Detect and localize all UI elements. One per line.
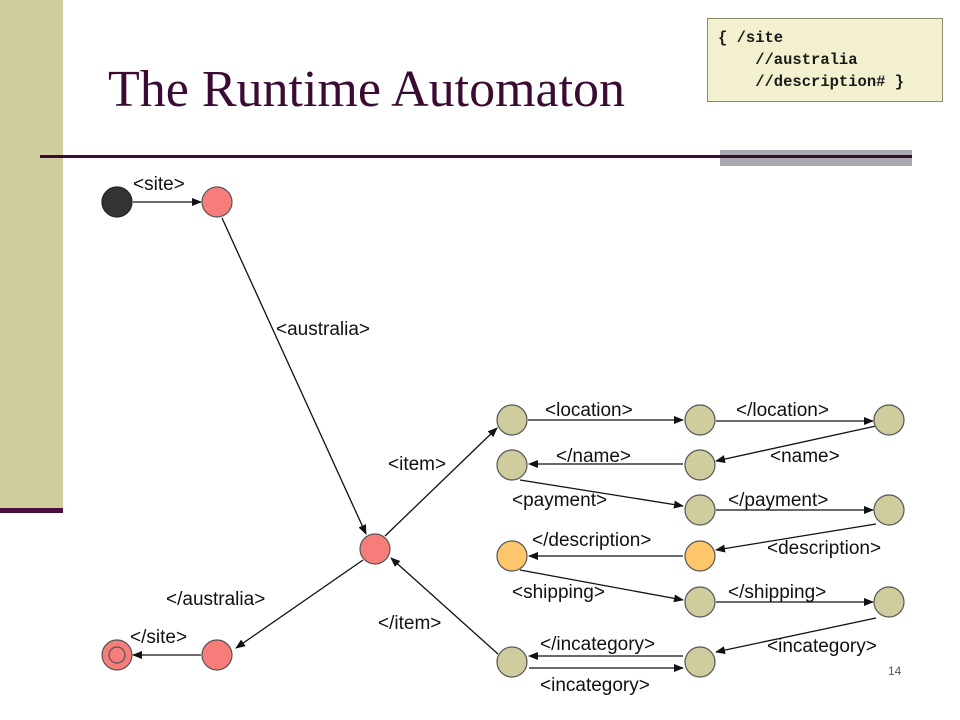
state-start (101, 186, 133, 218)
state-final-inner (108, 646, 126, 664)
state-shipping-end (873, 586, 905, 618)
sidebar-accent (0, 508, 63, 513)
state-payment-end (873, 494, 905, 526)
label-description-close: </description> (532, 530, 651, 551)
label-site-close: </site> (130, 627, 187, 648)
state-location (496, 404, 528, 436)
state-shipping-body (684, 586, 716, 618)
state-payment-body (684, 494, 716, 526)
state-location-body (684, 404, 716, 436)
label-incategory-open: <incategory> (540, 675, 650, 696)
label-location: <location> (545, 400, 633, 421)
state-name-body (684, 449, 716, 481)
edge-incategory (715, 617, 877, 655)
state-final (101, 639, 133, 671)
label-name-close: </name> (556, 446, 631, 467)
state-name (496, 449, 528, 481)
state-description (496, 540, 528, 572)
query-line: //description# } (718, 73, 905, 91)
sidebar-bar (0, 0, 63, 512)
title-rule (40, 155, 912, 158)
label-description: <description> (767, 538, 881, 559)
label-australia: <australia> (276, 319, 370, 340)
label-australia-close: </australia> (166, 589, 265, 610)
state-location-end (873, 404, 905, 436)
label-shipping: <shipping> (512, 582, 605, 603)
state-site (201, 186, 233, 218)
edge-payment (519, 479, 684, 509)
edge-name (715, 425, 877, 463)
query-box: { /site //australia //description# } (707, 18, 943, 102)
query-line: { /site (718, 29, 784, 47)
label-payment: <payment> (512, 490, 607, 511)
state-item (359, 533, 391, 565)
state-description-body (684, 540, 716, 572)
edge-australia (221, 217, 367, 535)
label-incategory-close: </incategory> (540, 634, 655, 655)
state-site-close (201, 639, 233, 671)
edge-australia-close (235, 559, 364, 649)
label-name: <name> (770, 446, 840, 467)
label-item: <item> (388, 454, 446, 475)
page-number: 14 (888, 664, 902, 678)
label-incategory-right: <incategory> (767, 636, 877, 657)
state-incategory (496, 646, 528, 678)
label-location-close: </location> (736, 400, 829, 421)
edge-item (384, 427, 498, 537)
state-incategory-body (684, 646, 716, 678)
edge-description (715, 523, 877, 553)
edge-item-close (390, 557, 499, 655)
query-line: //australia (718, 51, 858, 69)
edge-shipping (519, 569, 684, 603)
label-site: <site> (133, 174, 185, 195)
label-payment-close: </payment> (728, 490, 828, 511)
slide-title: The Runtime Automaton (108, 61, 626, 118)
label-shipping-close: </shipping> (728, 582, 826, 603)
label-item-close: </item> (378, 613, 441, 634)
